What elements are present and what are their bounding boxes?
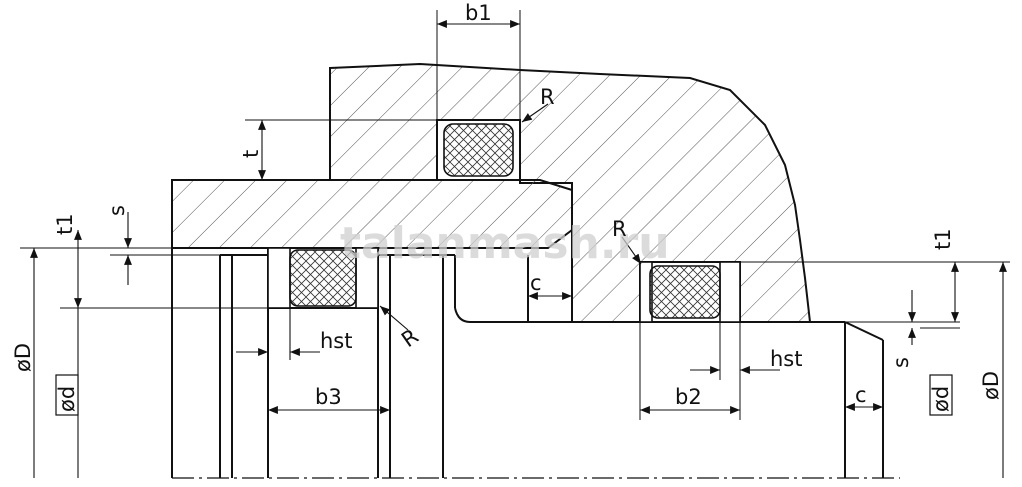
dimension-lines	[30, 20, 1007, 478]
dim-label-c-right: c	[855, 383, 867, 407]
dim-label-t: t	[239, 150, 263, 158]
watermark-text: talanmash.ru	[340, 218, 670, 269]
dim-label-r-mid: R	[612, 217, 627, 241]
dim-label-t1-left: t1	[53, 213, 77, 235]
dim-label-d-outer-left: øD	[11, 343, 35, 372]
seal-top	[436, 119, 521, 181]
dim-label-b3: b3	[315, 385, 342, 409]
dim-label-d-inner-left: ød	[55, 386, 79, 412]
dim-label-d-outer-right: øD	[979, 371, 1003, 400]
dim-label-b1: b1	[465, 1, 492, 25]
seal-left	[267, 247, 379, 309]
dim-label-t1-right: t1	[931, 228, 955, 250]
seal-right	[639, 261, 741, 323]
dim-label-b2: b2	[675, 385, 702, 409]
dim-box-d-left	[55, 374, 79, 416]
dim-label-c-mid: c	[530, 271, 542, 295]
dim-label-r-top: R	[540, 85, 555, 109]
dim-label-s-right: s	[889, 357, 913, 368]
bore-outlines	[171, 248, 900, 479]
dim-label-hst-right: hst	[770, 347, 802, 371]
dim-label-d-inner-right: ød	[929, 386, 953, 412]
dim-label-r-left: R	[397, 324, 423, 352]
dim-label-hst-left: hst	[320, 329, 352, 353]
dim-box-d-right	[929, 374, 953, 416]
dim-label-s-left: s	[105, 205, 129, 216]
